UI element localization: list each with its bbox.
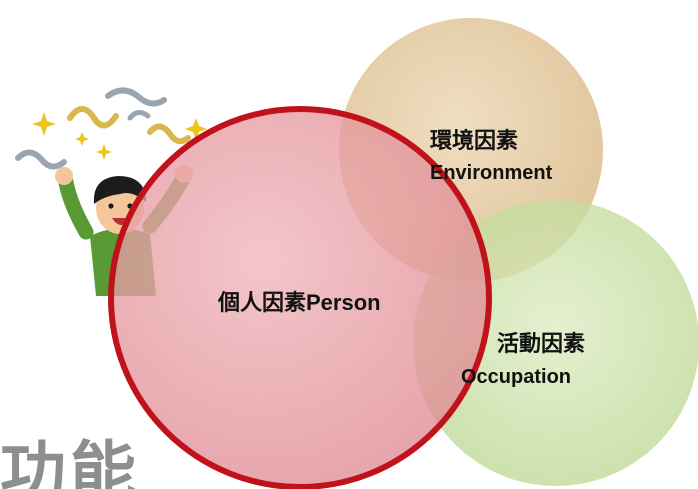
person-label: 個人因素Person xyxy=(218,290,381,315)
bottom-cropped-text: 功能 xyxy=(0,434,140,489)
hair xyxy=(93,176,146,204)
confetti-ribbon-icon xyxy=(67,106,119,129)
occupation-label-en: Occupation xyxy=(461,366,572,388)
confetti-ribbon-icon xyxy=(147,123,191,145)
sparkle-icon xyxy=(185,118,207,140)
confetti-ribbon-icon xyxy=(127,110,151,121)
sparkle-icon xyxy=(32,112,56,136)
left-hand xyxy=(55,167,73,185)
environment-label-zh: 環境因素 xyxy=(430,128,519,153)
environment-label-en: Environment xyxy=(430,162,553,184)
left-eye xyxy=(108,203,114,209)
occupation-label-zh: 活動因素 xyxy=(497,331,586,356)
sparkle-icon xyxy=(96,144,112,160)
confetti-ribbon-icon xyxy=(105,87,167,107)
confetti-ribbon-icon xyxy=(15,149,67,170)
person-circle xyxy=(108,106,492,489)
left-arm xyxy=(58,174,94,240)
sparkle-icon xyxy=(75,132,89,146)
